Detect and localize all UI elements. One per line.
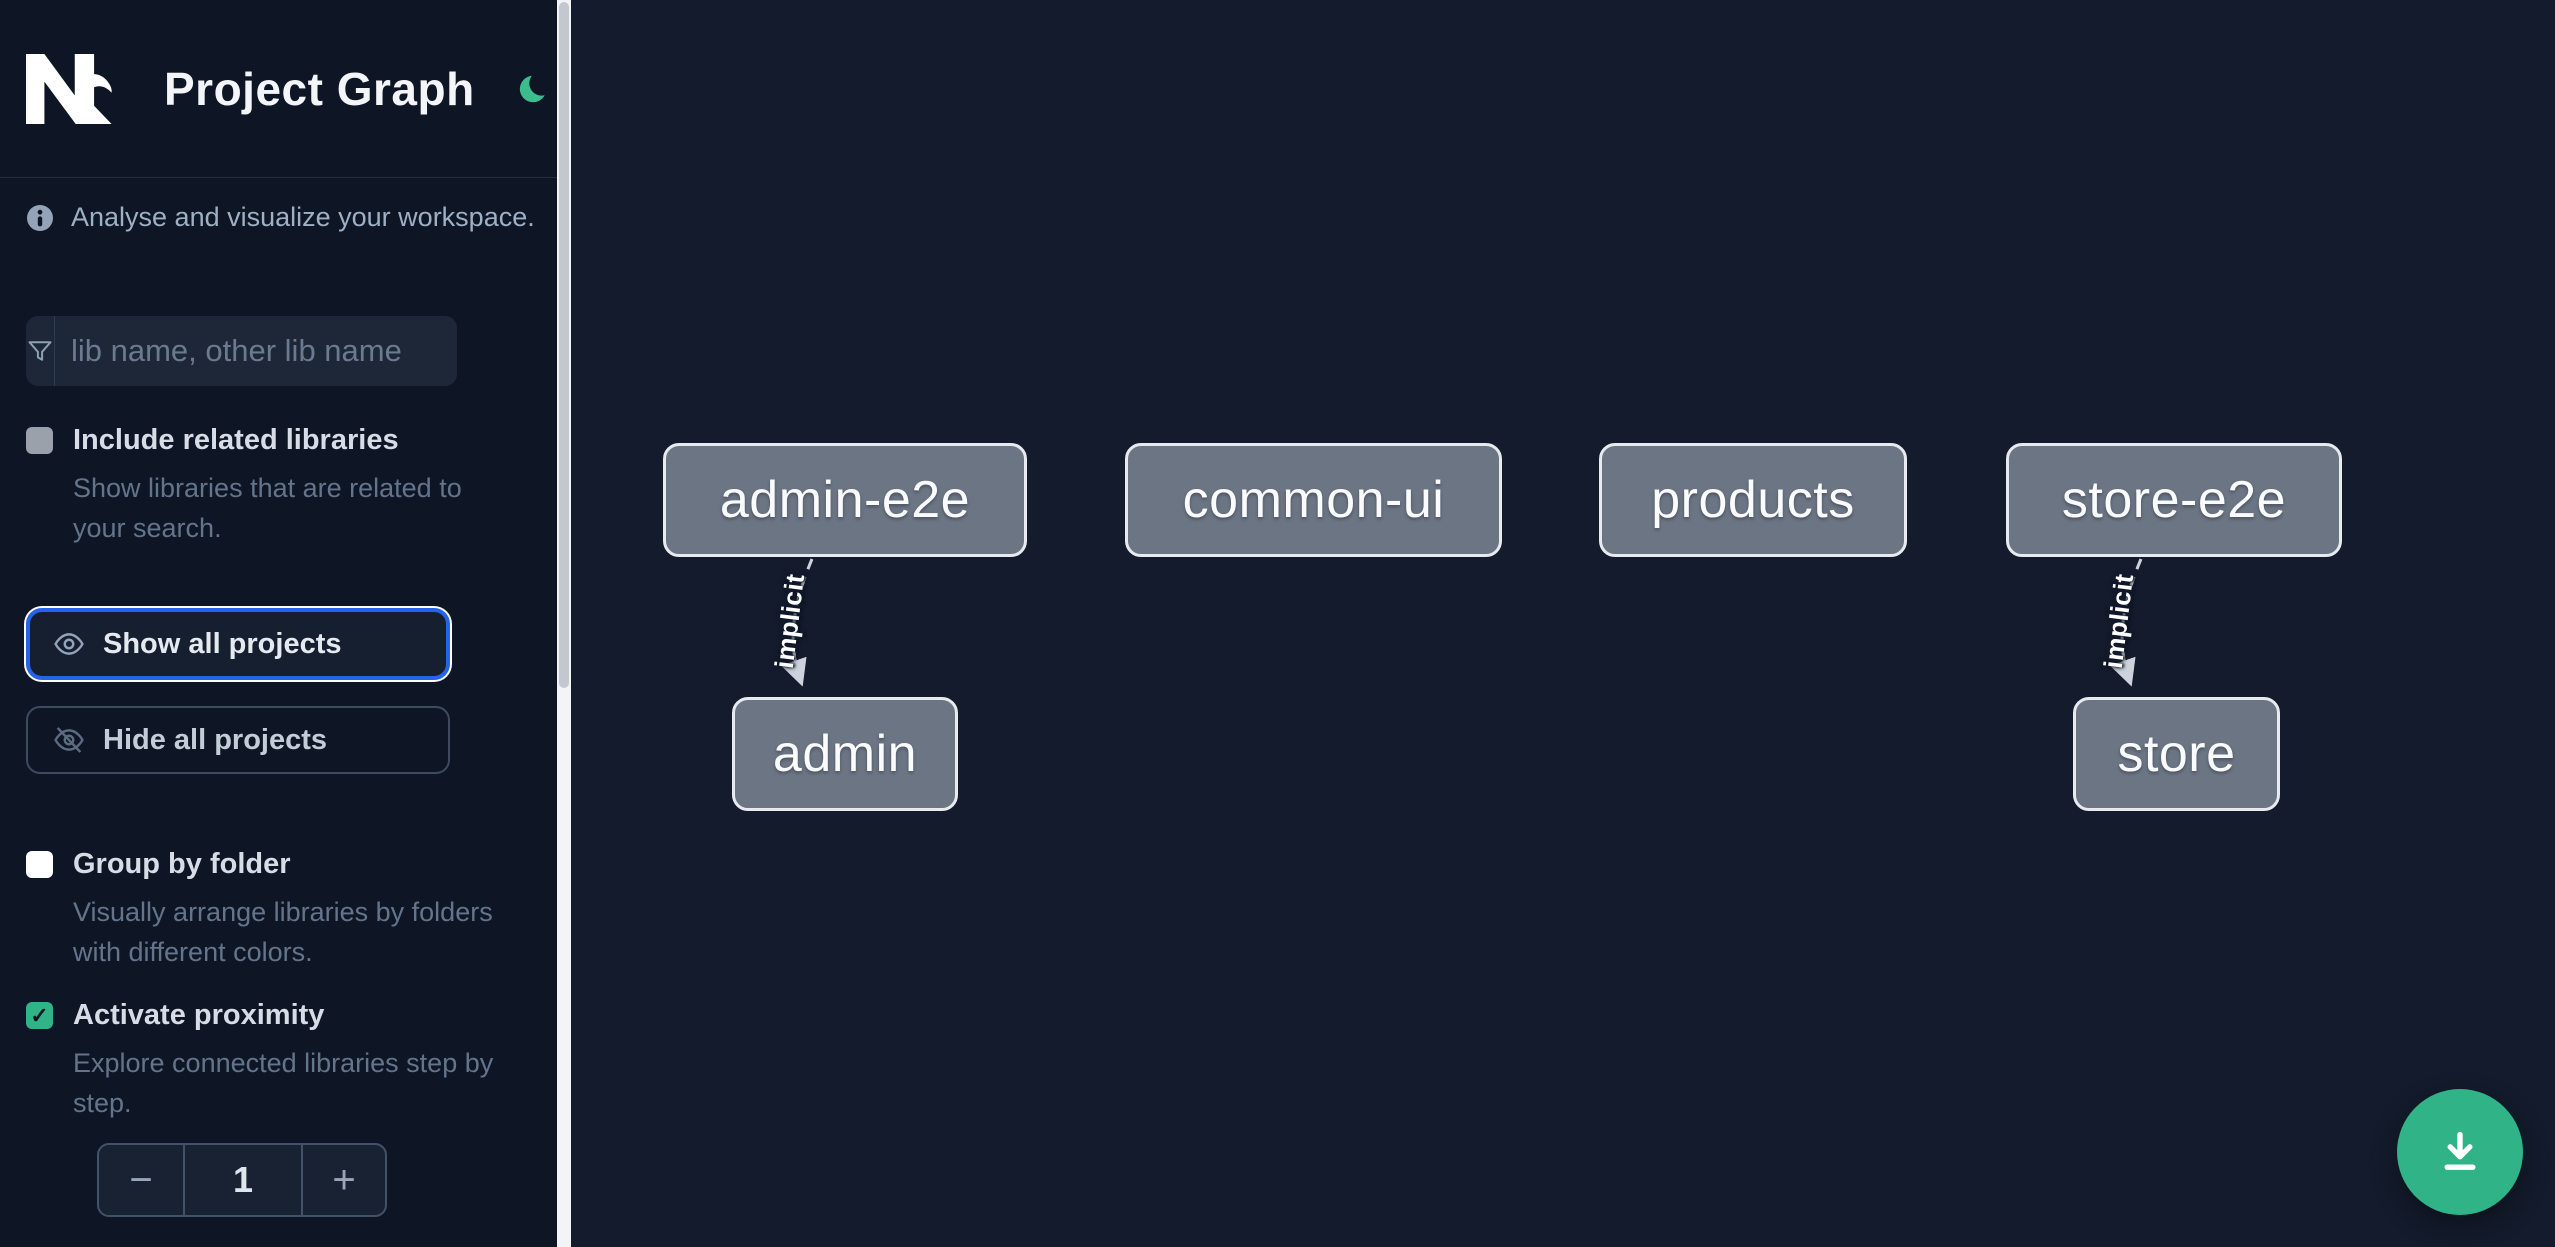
workspace-info: Analyse and visualize your workspace. <box>26 202 535 233</box>
option-description: Visually arrange libraries by folders wi… <box>73 897 493 967</box>
filter-input[interactable] <box>55 316 457 386</box>
option-activate-proximity[interactable]: Activate proximity Explore connected lib… <box>26 999 516 1123</box>
graph-node-admin-e2e[interactable]: admin-e2e <box>663 443 1027 557</box>
include-related-checkbox[interactable] <box>26 427 53 454</box>
graph-node-store[interactable]: store <box>2073 697 2280 811</box>
graph-edge-admin-e2e-admin <box>781 558 814 687</box>
proximity-depth-stepper: − 1 + <box>97 1143 387 1217</box>
decrement-button[interactable]: − <box>99 1145 183 1215</box>
download-button[interactable] <box>2397 1089 2523 1215</box>
option-description: Show libraries that are related to your … <box>73 473 462 543</box>
page-title: Project Graph <box>164 62 475 115</box>
eye-off-icon <box>54 727 84 753</box>
info-icon <box>27 204 53 231</box>
plus-icon: + <box>332 1157 356 1202</box>
option-label: Include related libraries <box>73 424 399 456</box>
graph-edges <box>781 558 2143 687</box>
eye-icon <box>54 633 84 655</box>
app-header: Project Graph <box>0 0 557 178</box>
graph-node-common-ui[interactable]: common-ui <box>1125 443 1502 557</box>
nx-logo[interactable] <box>26 52 118 126</box>
show-all-label: Show all projects <box>103 627 342 660</box>
graph-node-admin[interactable]: admin <box>732 697 958 811</box>
option-description: Explore connected libraries step by step… <box>73 1048 494 1118</box>
group-by-folder-checkbox[interactable] <box>26 851 53 878</box>
option-group-by-folder[interactable]: Group by folder Visually arrange librari… <box>26 848 516 972</box>
show-all-projects-button[interactable]: Show all projects <box>26 608 450 680</box>
activate-proximity-checkbox[interactable] <box>26 1002 53 1029</box>
proximity-depth-value: 1 <box>183 1145 301 1215</box>
increment-button[interactable]: + <box>301 1145 385 1215</box>
graph-edge-store-e2e-store <box>2110 558 2143 687</box>
option-label: Activate proximity <box>73 999 325 1031</box>
filter-input-group <box>26 316 457 386</box>
minus-icon: − <box>129 1157 153 1202</box>
option-include-related-libraries[interactable]: Include related libraries Show libraries… <box>26 424 516 548</box>
download-icon <box>2444 1131 2476 1170</box>
moon-icon[interactable] <box>517 71 551 106</box>
graph-node-products[interactable]: products <box>1599 443 1907 557</box>
graph-canvas[interactable]: admin-e2e common-ui products store-e2e admin… <box>571 0 2555 1247</box>
graph-node-store-e2e[interactable]: store-e2e <box>2006 443 2342 557</box>
sidebar: Project Graph Analyse and visualize your… <box>0 0 557 1247</box>
hide-all-label: Hide all projects <box>103 723 328 756</box>
filter-icon <box>26 316 55 386</box>
info-text: Analyse and visualize your workspace. <box>71 202 535 232</box>
scrollbar-thumb[interactable] <box>559 2 569 688</box>
option-label: Group by folder <box>73 848 291 880</box>
hide-all-projects-button[interactable]: Hide all projects <box>26 706 450 774</box>
sidebar-scrollbar[interactable] <box>557 0 571 1247</box>
